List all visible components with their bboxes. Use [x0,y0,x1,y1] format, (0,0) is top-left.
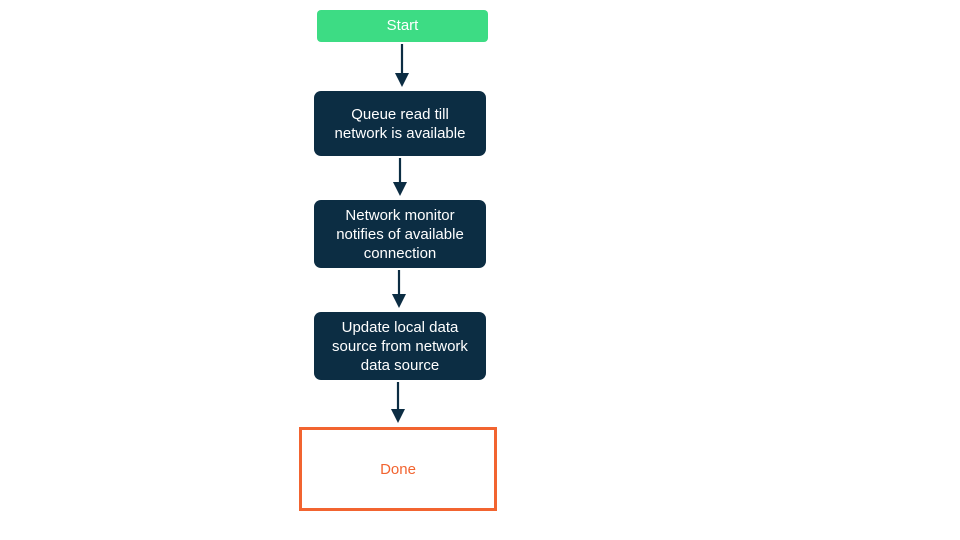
node-update-local-data-source[interactable]: Update local data source from network da… [314,312,486,380]
node-queue-read-label: Queue read till network is available [334,105,466,142]
node-start-label: Start [386,17,419,34]
node-done-label: Done [380,460,416,478]
node-network-monitor[interactable]: Network monitor notifies of available co… [314,200,486,268]
node-start[interactable]: Start [317,10,488,42]
node-queue-read[interactable]: Queue read till network is available [314,91,486,156]
node-network-monitor-label: Network monitor notifies of available co… [336,206,464,262]
node-update-local-data-source-label: Update local data source from network da… [332,318,468,374]
node-done[interactable]: Done [299,427,497,511]
